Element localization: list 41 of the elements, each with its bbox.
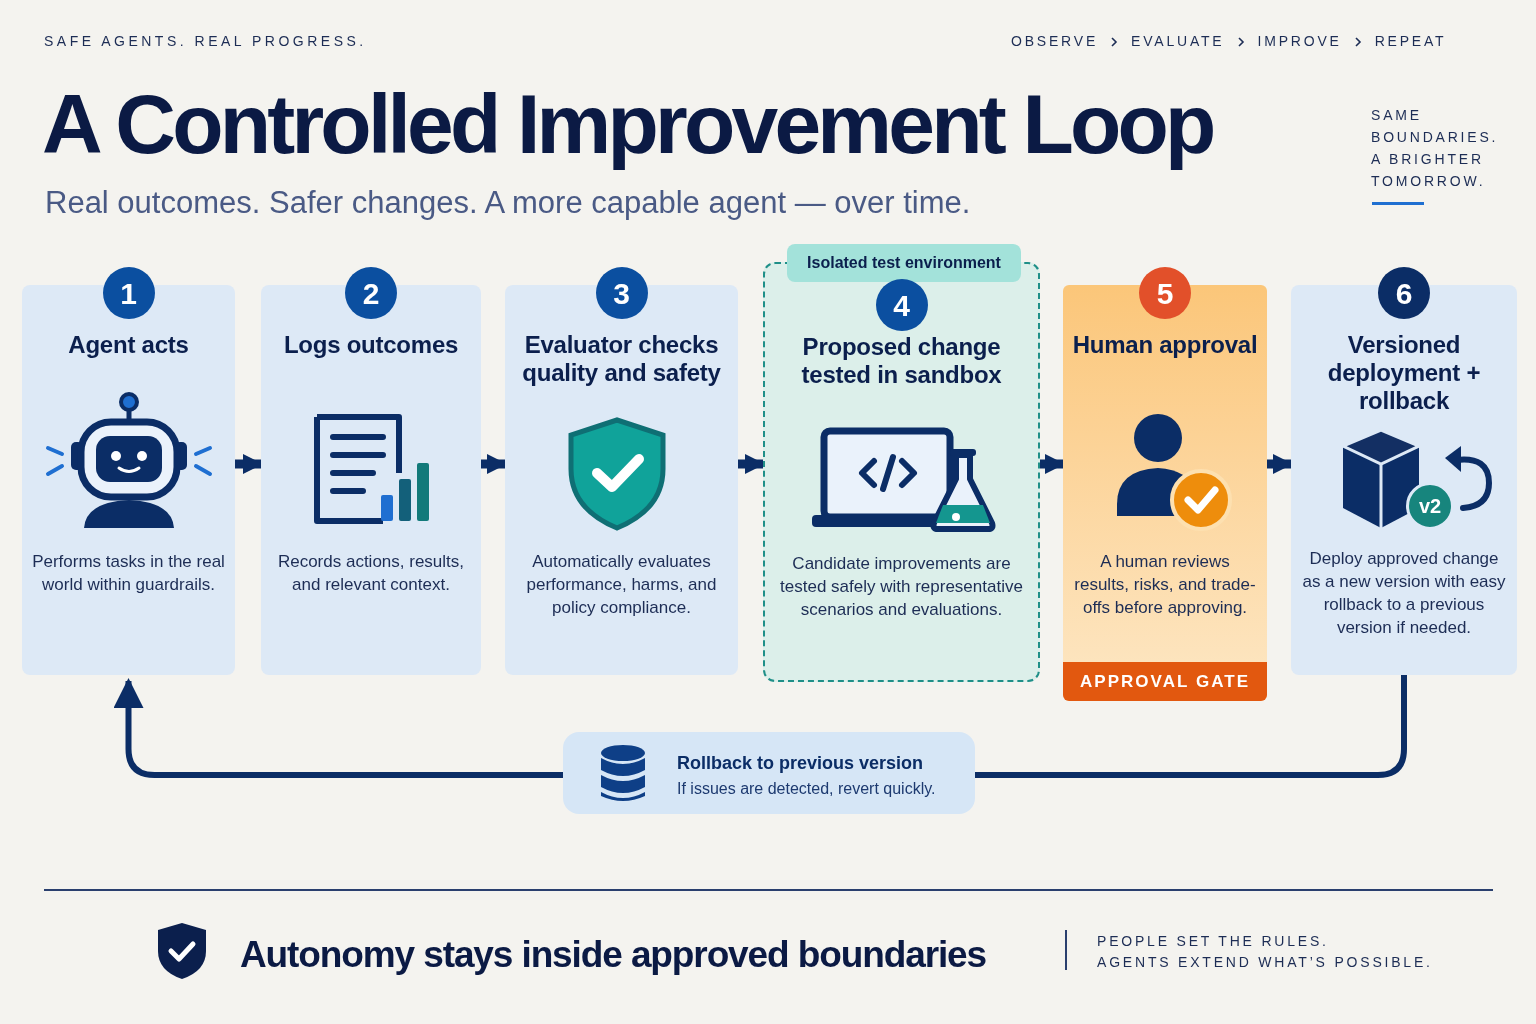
step-description: Records actions, results, and relevant context. xyxy=(276,551,466,596)
step-heading: Versioned deployment + rollback xyxy=(1326,331,1482,415)
zone-tag: Isolated test environment xyxy=(787,244,1021,282)
arrow xyxy=(235,454,263,474)
step-label: REPEAT xyxy=(1374,32,1447,51)
step-heading: Logs outcomes xyxy=(282,331,460,359)
loop-connector xyxy=(975,675,1407,778)
tagline: SAFE AGENTS. REAL PROGRESS. xyxy=(44,32,367,51)
step-description: Performs tasks in the real world within guardrails. xyxy=(31,551,226,596)
step-number: 4 xyxy=(875,279,928,332)
step-label: OBSERVE xyxy=(1011,32,1099,51)
step-heading: Proposed change tested in sandbox xyxy=(800,333,1003,389)
step-number: 1 xyxy=(102,267,155,319)
step-label: EVALUATE xyxy=(1131,32,1225,51)
step-number: 2 xyxy=(345,267,397,319)
step-number: 5 xyxy=(1139,267,1191,319)
subtitle: Real outcomes. Safer changes. A more capable agent — over time. xyxy=(45,184,971,222)
footer-note: AGENTS EXTEND WHAT’S POSSIBLE. xyxy=(1097,953,1433,972)
step-description: Automatically evaluates performance, harms, and policy compliance. xyxy=(525,551,718,619)
arrow xyxy=(481,454,507,474)
rollback-box xyxy=(563,732,975,814)
rollback-title: Rollback to previous version xyxy=(677,752,924,775)
approval-gate-bar: APPROVAL GATE xyxy=(1063,662,1267,701)
arrow xyxy=(1267,454,1293,474)
step-number: 3 xyxy=(595,267,648,319)
arrow xyxy=(1040,454,1065,474)
footer-note: PEOPLE SET THE RULES. xyxy=(1097,932,1329,951)
version-badge: v2 xyxy=(1406,482,1454,530)
loop-connector xyxy=(113,678,563,778)
step-number: 6 xyxy=(1378,267,1430,319)
footer-statement: Autonomy stays inside approved boundaries xyxy=(240,933,987,977)
rollback-note: If issues are detected, revert quickly. xyxy=(677,779,936,799)
step-description: Deploy approved change as a new version with easy rollback to a previous version if needed. xyxy=(1301,548,1507,639)
side-note: SAME BOUNDARIES. A BRIGHTER TOMORROW. xyxy=(1371,106,1500,191)
step-label: IMPROVE xyxy=(1257,32,1342,51)
step-heading: Evaluator checks quality and safety xyxy=(521,331,722,387)
step-description: A human reviews results, risks, and trade-offs before approving. xyxy=(1073,551,1257,619)
step-heading: Agent acts xyxy=(67,331,190,359)
step-description: Candidate improvements are tested safely with representative scenarios and evaluations. xyxy=(779,553,1024,621)
step-heading: Human approval xyxy=(1071,331,1259,359)
arrow xyxy=(738,454,765,474)
